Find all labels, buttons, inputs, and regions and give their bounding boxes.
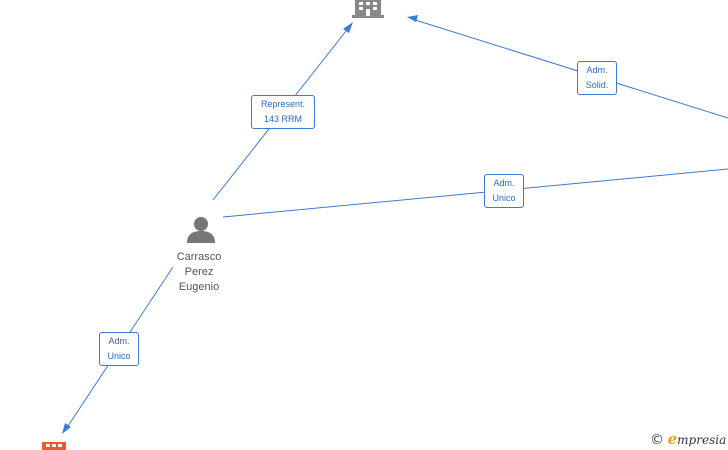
person-name-line: Perez — [184, 266, 214, 278]
edge-label-line: 143 RRM — [263, 114, 302, 124]
edge-label-adm-unico-left[interactable]: Adm. Unico — [99, 332, 139, 366]
copyright-symbol: © — [650, 432, 664, 448]
edge-label-represent[interactable]: Represent. 143 RRM — [251, 95, 315, 129]
edge-adm-solid-arrow — [407, 15, 418, 22]
edge-label-line: Adm. — [586, 65, 608, 75]
edge-adm-unico-left-arrow — [62, 423, 71, 434]
person-icon[interactable] — [187, 217, 215, 243]
brand-name: mpresia — [677, 433, 727, 447]
edge-represent-arrow — [343, 22, 353, 33]
edge-adm-unico-right — [222, 168, 728, 218]
edge-label-adm-unico-right[interactable]: Adm. Unico — [484, 174, 524, 208]
person-name-line: Eugenio — [178, 281, 220, 293]
person-name-line: Carrasco — [176, 251, 222, 263]
edge-label-line: Solid. — [585, 80, 609, 90]
building-icon[interactable] — [352, 0, 384, 18]
empresia-watermark: © empresia — [650, 430, 726, 448]
edge-label-line: Represent. — [260, 99, 306, 109]
person-name[interactable]: Carrasco Perez Eugenio — [164, 250, 234, 295]
edge-label-adm-solid[interactable]: Adm. Solid. — [577, 61, 617, 95]
edge-adm-solid — [411, 18, 728, 119]
brand-initial: e — [667, 430, 678, 448]
edge-label-line: Unico — [107, 351, 131, 361]
building-icon[interactable] — [42, 442, 66, 450]
edge-label-line: Adm. — [108, 336, 130, 346]
edge-label-line: Unico — [492, 193, 516, 203]
edge-label-line: Adm. — [493, 178, 515, 188]
